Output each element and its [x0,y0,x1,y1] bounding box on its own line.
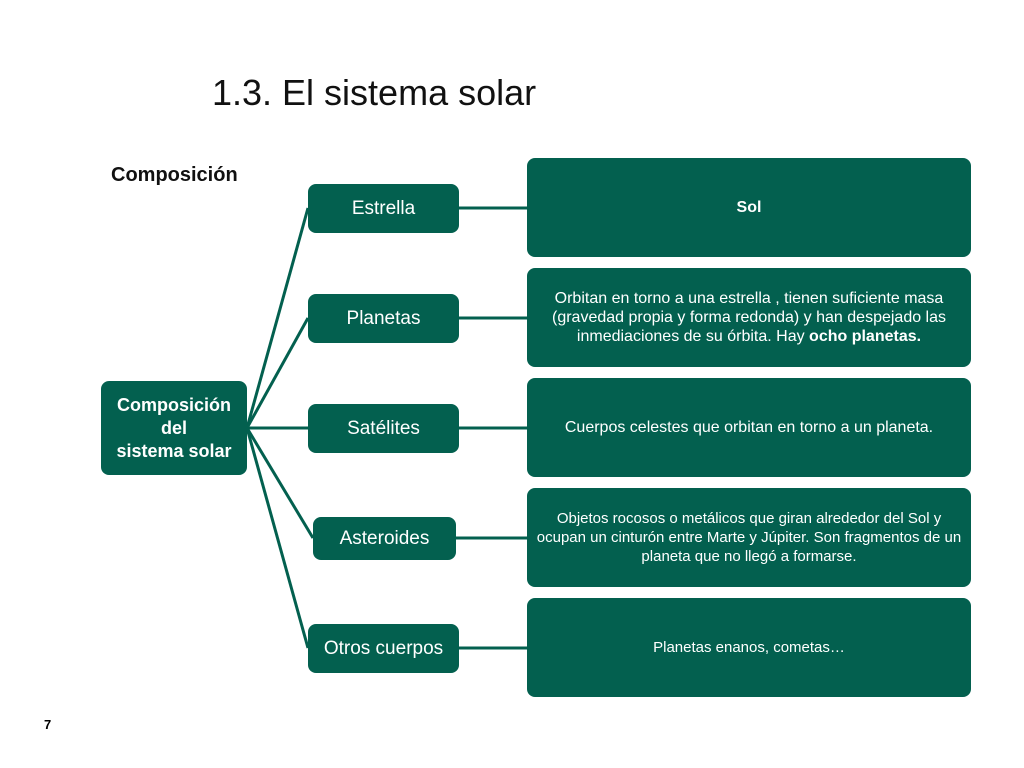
category-asteroides: Asteroides [313,517,456,560]
description-planetas-bold: ocho planetas. [809,328,922,345]
description-asteroides: Objetos rocosos o metálicos que giran al… [527,488,971,587]
connector-root-otros [245,427,310,649]
page-number: 7 [44,717,52,732]
description-planetas: Orbitan en torno a una estrella , tienen… [527,268,971,367]
description-satelites: Cuerpos celestes que orbitan en torno a … [527,378,971,477]
root-line-2: del [160,417,187,438]
description-planetas-plain: Orbitan en torno a una estrella , tienen… [551,290,947,345]
description-estrella: Sol [527,158,971,257]
connector-root-asteroides [245,427,315,539]
description-planetas-text: Orbitan en torno a una estrella , tienen… [533,289,965,346]
description-asteroides-text: Objetos rocosos o metálicos que giran al… [536,510,962,565]
root-node: Composición del sistema solar [101,381,247,475]
root-line-3: sistema solar [116,440,232,461]
category-satelites: Satélites [308,404,459,453]
connector-root-estrella [245,207,310,429]
root-node-label: Composición del sistema solar [116,394,231,463]
description-satelites-text: Cuerpos celestes que orbitan en torno a … [564,419,934,436]
section-heading: Composición [111,164,238,186]
connector-root-planetas [245,317,310,429]
category-planetas: Planetas [308,294,459,343]
category-otros-cuerpos: Otros cuerpos [308,624,459,673]
root-line-1: Composición [116,394,231,415]
description-otros-cuerpos: Planetas enanos, cometas… [527,598,971,697]
description-estrella-text: Sol [736,199,762,216]
slide-title: 1.3. El sistema solar [212,72,537,113]
category-estrella: Estrella [308,184,459,233]
description-otros-text: Planetas enanos, cometas… [653,639,845,656]
